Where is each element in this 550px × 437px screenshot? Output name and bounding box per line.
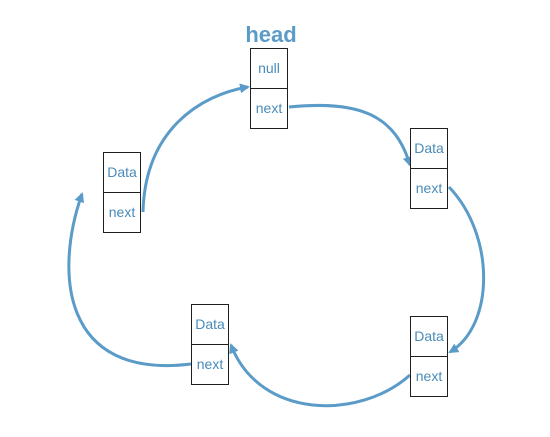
- head-node: null next: [250, 48, 288, 129]
- arrow-node3-to-node4: [229, 343, 412, 408]
- node-data-cell: Data: [414, 140, 444, 156]
- arrow-head-to-node2: [288, 103, 413, 167]
- list-node-right-lower: Data next: [410, 316, 448, 397]
- node-next-cell: next: [411, 356, 447, 396]
- arrow-node5-to-head: [141, 83, 250, 213]
- arrow-node2-to-node3: [447, 185, 485, 354]
- head-node-next-cell: next: [251, 88, 287, 128]
- list-node-bottom-middle: Data next: [191, 304, 229, 385]
- node-data-cell: Data: [107, 164, 137, 180]
- node-data-cell: Data: [414, 328, 444, 344]
- arrow-node4-to-node5: [67, 192, 192, 368]
- head-label: head: [245, 22, 297, 47]
- node-next-cell: next: [411, 168, 447, 208]
- node-next-cell: next: [104, 192, 140, 232]
- list-node-left: Data next: [103, 152, 141, 233]
- node-data-cell: Data: [195, 316, 225, 332]
- list-node-right-upper: Data next: [410, 128, 448, 209]
- node-next-cell: next: [192, 344, 228, 384]
- head-node-data-cell: null: [258, 60, 280, 76]
